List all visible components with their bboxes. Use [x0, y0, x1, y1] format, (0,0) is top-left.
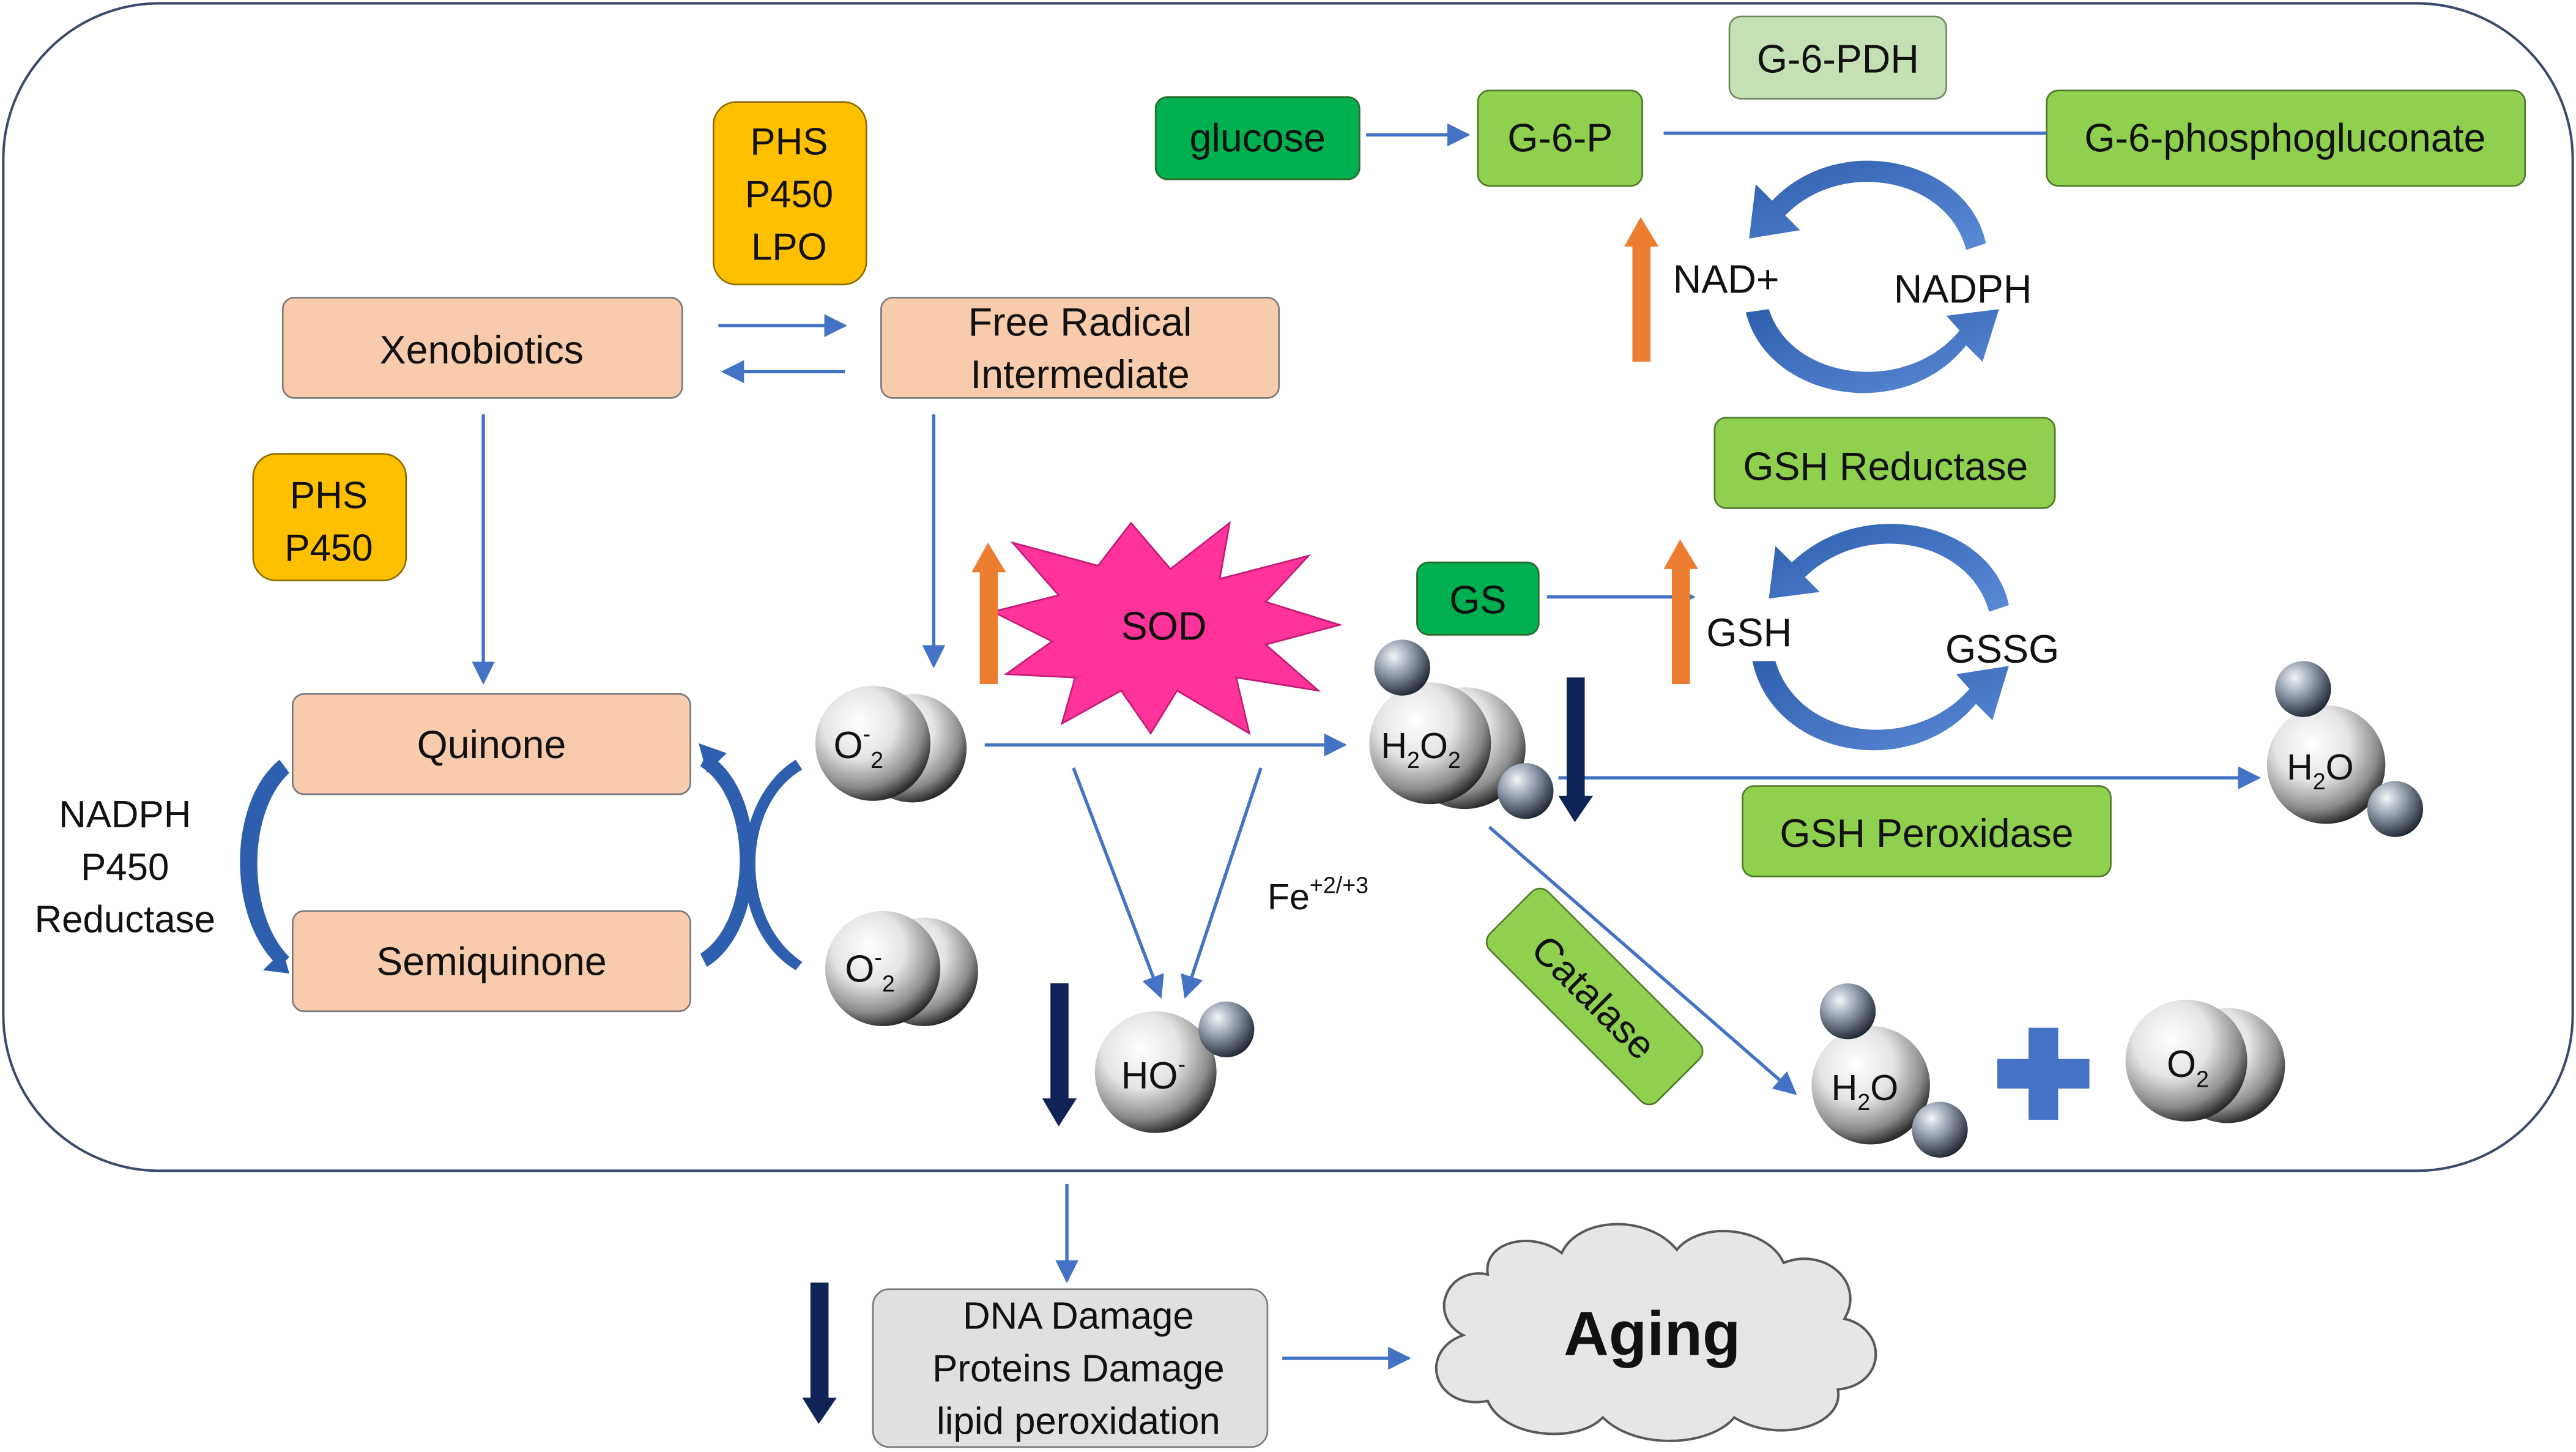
quinone-label: Quinone [417, 723, 566, 767]
sod-label: SOD [1121, 604, 1207, 648]
damage-lipid: lipid peroxidation [937, 1400, 1220, 1442]
water-bottom-label: H2O [1832, 1067, 1899, 1115]
aging-label: Aging [1564, 1298, 1740, 1368]
enzyme-left-phs: PHS [290, 474, 368, 516]
cycle-arrow-icon [1745, 160, 1999, 393]
gsh-peroxidase-label: GSH Peroxidase [1780, 811, 2073, 855]
enzyme-p450: P450 [745, 174, 833, 216]
molecule-icon: H2O2 [1369, 639, 1554, 819]
glucose-box: glucose [1154, 96, 1360, 181]
blue-arrows [472, 123, 2262, 1370]
svg-text:P450: P450 [81, 846, 169, 888]
g6pg-label: G-6-phosphogluconate [2084, 116, 2485, 160]
svg-text:NADPH: NADPH [59, 794, 191, 836]
gs-label: GS [1449, 578, 1506, 622]
g6pg-box: G-6-phosphogluconate [2046, 89, 2526, 187]
superoxide-label: O-2 [833, 721, 883, 773]
xenobiotics-label: Xenobiotics [380, 328, 584, 372]
gs-box: GS [1416, 561, 1540, 636]
molecule-icon: H2O [1811, 983, 1968, 1158]
enzymes-left-box: PHS P450 [252, 453, 407, 582]
enzymes-top-box: PHS P450 LPO [712, 101, 867, 286]
water-right-label: H2O [2287, 746, 2354, 794]
molecule-icon: H2O [2266, 661, 2424, 837]
superoxide-lower-label: O-2 [845, 945, 895, 997]
free-radical-label-line1: Free Radical [968, 300, 1192, 344]
molecule-icon: HO- [1094, 1001, 1255, 1133]
damage-proteins: Proteins Damage [932, 1347, 1224, 1390]
glucose-label: glucose [1190, 116, 1326, 160]
free-radical-label-line2: Intermediate [970, 352, 1189, 397]
cell-boundary [2, 2, 2574, 1172]
enzyme-lpo: LPO [751, 226, 827, 269]
oxygen-label: O2 [2167, 1043, 2209, 1092]
enzyme-left-p450: P450 [284, 527, 373, 569]
molecule-icon: O-2 [825, 910, 978, 1026]
cloud-icon: Aging [1435, 1223, 1877, 1442]
molecule-icon: O-2 [815, 685, 967, 803]
cycle-arrow-icon [1752, 524, 2009, 751]
nadph-label: NADPH [1894, 267, 2032, 311]
gsh-reductase-box: GSH Reductase [1713, 417, 2056, 509]
semiquinone-box: Semiquinone [291, 910, 692, 1013]
nad-label: NAD+ [1673, 257, 1780, 301]
g6p-box: G-6-P [1477, 89, 1643, 187]
gsh-reductase-label: GSH Reductase [1743, 445, 2028, 489]
orange-up-arrows [971, 217, 1698, 684]
quinone-box: Quinone [291, 693, 692, 795]
xenobiotics-box: Xenobiotics [281, 297, 683, 399]
gsh-label: GSH [1706, 611, 1792, 655]
free-radical-box: Free Radical Intermediate [880, 297, 1280, 399]
gsh-peroxidase-box: GSH Peroxidase [1742, 785, 2112, 877]
molecule-icon: O2 [2125, 999, 2285, 1123]
enzyme-phs: PHS [750, 121, 828, 163]
h2o2-label: H2O2 [1381, 725, 1461, 773]
plus-icon [1997, 1027, 2090, 1120]
gssg-label: GSSG [1945, 627, 2059, 671]
nadph-reductase-label: NADPH P450 Reductase [35, 794, 215, 941]
fe-label: Fe+2/+3 [1268, 872, 1368, 917]
burst-icon: SOD [990, 521, 1343, 735]
g6pdh-box: G-6-PDH [1728, 15, 1948, 100]
semiquinone-label: Semiquinone [376, 940, 606, 984]
cycle-arrow-icon [240, 743, 803, 974]
g6pdh-label: G-6-PDH [1757, 37, 1919, 81]
svg-text:Reductase: Reductase [35, 899, 215, 941]
g6p-label: G-6-P [1507, 116, 1613, 160]
damage-dna: DNA Damage [963, 1295, 1194, 1337]
navy-down-arrows [802, 677, 1593, 1424]
hydroxyl-label: HO- [1121, 1051, 1186, 1097]
damage-box: DNA Damage Proteins Damage lipid peroxid… [872, 1288, 1269, 1448]
